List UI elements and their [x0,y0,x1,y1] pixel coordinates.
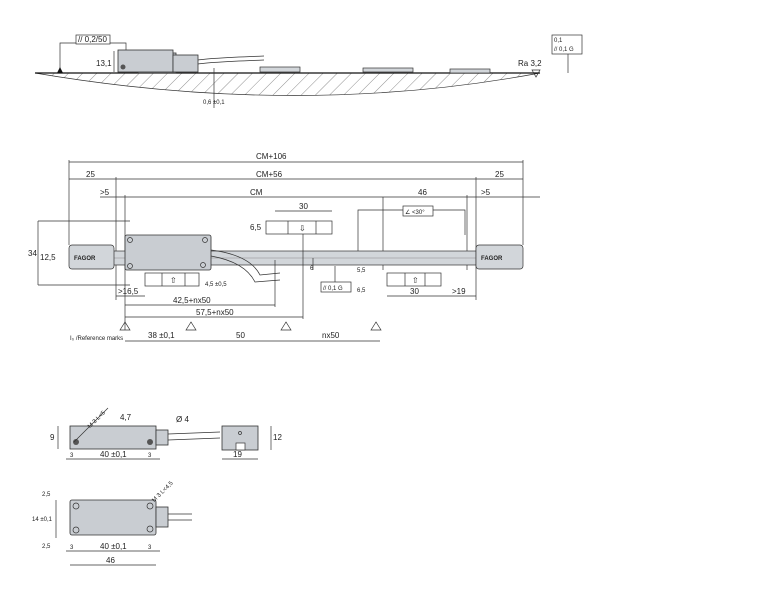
end-3-right: 3 [148,453,152,459]
head-left-dim: 25 [86,170,95,179]
reader-body [117,49,174,73]
min-bottom-left: >16,5 [118,287,139,296]
pitch-40: 40 ±0,1 [100,542,127,551]
roughness-label: Ra 3,2 [518,59,542,68]
thread-label: M 3 L<4,5 [151,480,175,504]
dim-57-5: 57,5+nx50 [196,308,234,317]
mount-pitch-top: 30 [299,202,308,211]
screw-icon [120,64,126,70]
arrow-down-icon: ⇩ [299,224,306,233]
ref-50-dim: 50 [236,331,245,340]
angle-tolerance: ∠ <30° [405,209,425,216]
dim-4-7: 4,7 [120,413,132,422]
height-dimension: 13,1 [96,59,112,68]
cable-offset-dim: 4,5 ±0,5 [205,282,227,288]
gap-6-5-dim: 6,5 [357,288,366,294]
arrow-up-icon: ⇧ [170,276,177,285]
end-3-right: 3 [148,545,152,551]
ref-38-dim: 38 ±0,1 [148,331,175,340]
height-dim: 34 [28,249,37,258]
ref-n50-dim: nx50 [322,331,340,340]
overall-length: CM+106 [256,152,287,161]
dim-42-5: 42,5+nx50 [173,296,211,305]
reference-marks-label: I₀ /Reference marks [70,336,123,342]
end-3-left: 3 [70,453,74,459]
scale-head-left [68,244,115,270]
runout-tolerance: 0,1 [554,38,563,44]
top-view: M 3 L<4,5 2,5 14 ±0,1 2,5 3 40 ±0,1 3 46 [32,480,192,566]
height-9: 9 [50,433,55,442]
brand-logo: FAGOR [74,256,96,262]
gap-dimension: 0,6 ±0,1 [203,100,225,106]
reader-width-dim: 46 [418,188,427,197]
head-height-dim: 12,5 [40,253,56,262]
parallel-tolerance: // 0,1 G [323,286,343,292]
end-width: 19 [233,450,242,459]
side-view: M 3 L<5 4,7 Ø 4 9 3 40 ±0,1 3 [50,407,221,460]
reference-mark-icons [119,321,382,331]
between-heads-dim: CM+56 [256,170,283,179]
mounting-surface [34,72,541,96]
measuring-length-dim: CM [250,188,263,197]
profile-view: // 0,2/50 13,1 0,6 ±0,1 Ra 3,2 0,1 // 0,… [34,34,583,108]
min-left-dim: >5 [100,188,110,197]
scale-head-right [475,244,524,270]
length-46: 46 [106,556,115,565]
pitch-14: 14 ±0,1 [32,517,53,523]
parallelism-tolerance: // 0,2/50 [78,35,107,44]
arrow-up-icon: ⇧ [412,276,419,285]
edge-2-5-top: 2,5 [42,492,51,498]
min-bottom-right: >19 [452,287,466,296]
min-right-dim: >5 [481,188,491,197]
reader-head [124,234,212,271]
gap-6-dim: 6 [310,266,314,272]
end-height: 12 [273,433,282,442]
mount-pitch-bottom: 30 [410,287,419,296]
head-right-dim: 25 [495,170,504,179]
gap-5-5-dim: 5,5 [357,268,366,274]
pitch-40: 40 ±0,1 [100,450,127,459]
mount-offset-top: 6,5 [250,223,262,232]
edge-2-5-bottom: 2,5 [42,544,51,550]
plan-view: CM+106 25 CM+56 25 >5 CM >5 46 30 ⇩ 6,5 … [28,152,540,342]
end-view: 12 19 [221,425,282,460]
parallel-tolerance: // 0,1 G [554,47,574,53]
end-3-left: 3 [70,545,74,551]
cable-diameter: Ø 4 [176,415,189,424]
brand-logo: FAGOR [481,256,503,262]
